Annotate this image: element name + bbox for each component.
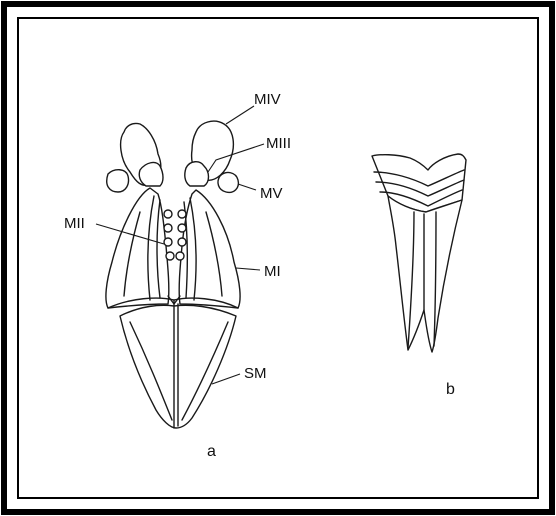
label-mv: MV <box>260 185 283 202</box>
left-miii-plate <box>139 163 163 186</box>
tooth-root <box>388 196 462 352</box>
panel-b-drawing <box>372 154 466 352</box>
label-miv: MIV <box>254 91 281 108</box>
mi-leader <box>236 268 260 270</box>
miv-leader <box>226 106 254 124</box>
label-mi: MI <box>264 263 281 280</box>
left-mv-plate <box>107 170 129 192</box>
panel-a-drawing <box>106 121 240 428</box>
sm-leader <box>212 374 240 384</box>
right-mi-plate <box>179 190 240 308</box>
panel-label-b: b <box>446 381 455 398</box>
panel-label-a: a <box>207 443 216 460</box>
label-miii: MIII <box>266 135 291 152</box>
label-sm: SM <box>244 365 267 382</box>
outer-frame <box>4 4 552 512</box>
right-mv-plate <box>218 173 238 193</box>
mv-leader <box>238 184 256 190</box>
inner-frame <box>18 18 538 498</box>
label-mii: MII <box>64 215 85 232</box>
